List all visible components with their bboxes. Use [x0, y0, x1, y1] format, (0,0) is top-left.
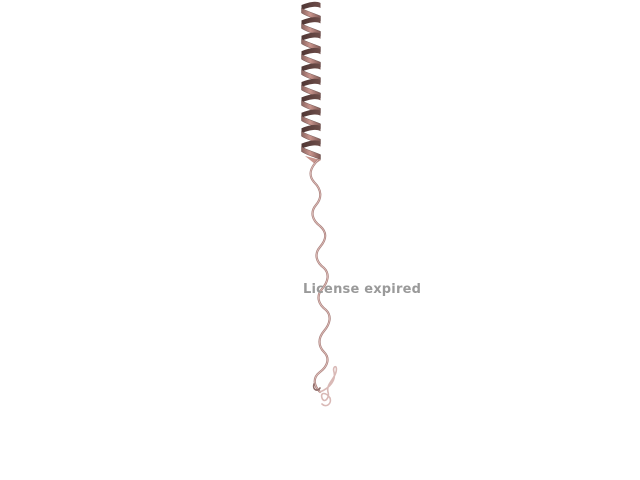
- helix-back-strand: [301, 94, 321, 103]
- helix-back-strand: [301, 63, 321, 72]
- helix-back-strand: [301, 109, 321, 118]
- license-watermark: License expired: [303, 282, 422, 297]
- helix-back-strand: [301, 1, 321, 11]
- helix-back-strand: [301, 78, 321, 87]
- helix-back-strand: [301, 124, 321, 134]
- helix-back-strand: [301, 17, 321, 26]
- alpha-helix: [301, 1, 321, 164]
- coil-loop: [309, 158, 338, 407]
- helix-back-strand: [301, 47, 321, 57]
- helix-front-strand: [301, 146, 321, 160]
- helix-back-strand: [301, 32, 321, 41]
- helix-back-strand: [301, 140, 321, 149]
